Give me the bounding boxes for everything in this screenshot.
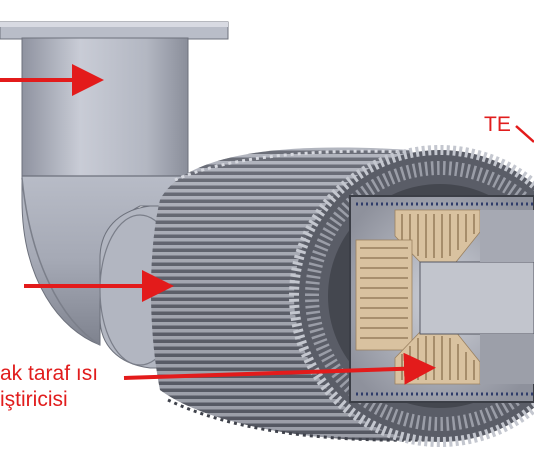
te-leader-line — [515, 125, 534, 143]
te-label: TE — [484, 113, 511, 136]
inner-heat-sink — [355, 209, 481, 385]
central-core-block — [419, 261, 534, 335]
vertical-pipe — [21, 37, 189, 179]
annotation-arrows — [0, 64, 436, 385]
hot-side-label-line2: iştiricisi — [0, 388, 68, 411]
hot-side-label-line1: ak taraf ısı — [0, 362, 99, 385]
arrow-bottom — [123, 352, 436, 385]
